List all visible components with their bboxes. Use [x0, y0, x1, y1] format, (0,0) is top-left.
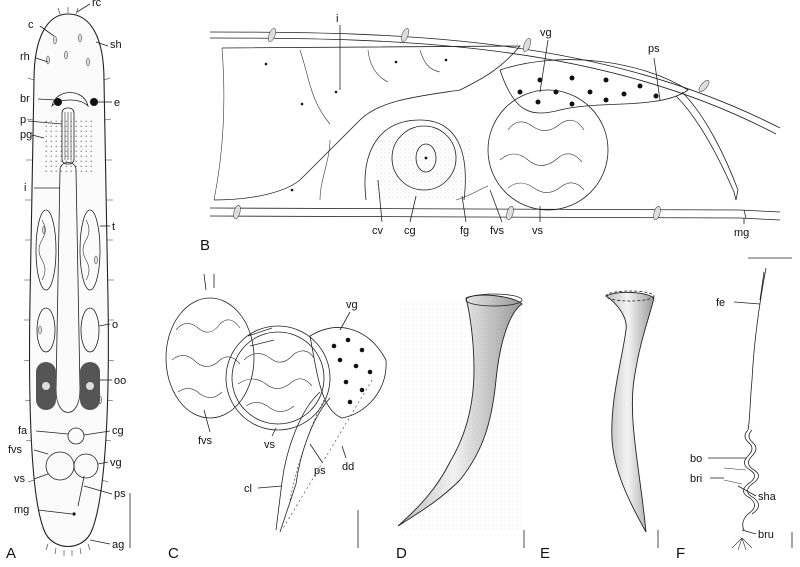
- panel-b-drawing: [209, 28, 792, 259]
- panel-c-leaders: [203, 311, 351, 489]
- false-seminal-vesicle-c: [165, 297, 255, 419]
- panel-b-labels: i vg ps cv cg fg fvs vs mg: [336, 13, 749, 239]
- penis-stylet-c: [275, 391, 321, 531]
- dorsal-wall: [209, 31, 781, 129]
- label-b-mg: mg: [734, 227, 749, 239]
- panel-a-labels: rc c sh rh br e p pg i t o oo fa cg fvs …: [8, 0, 126, 551]
- label-c-vg: vg: [346, 299, 358, 311]
- label-c-dd: dd: [342, 461, 354, 473]
- sperm-body: [742, 429, 755, 531]
- label-rh: rh: [20, 51, 30, 63]
- female-duct: [455, 185, 489, 201]
- panel-d-drawing: [397, 293, 525, 548]
- intestine: [55, 162, 81, 413]
- sperm-filament: [747, 267, 767, 431]
- label-b-vs: vs: [532, 225, 544, 237]
- granules-c: [331, 337, 373, 405]
- female-antrum: [67, 427, 85, 445]
- vesicula-seminalis-b: [487, 89, 609, 211]
- vesicula-granulorum-b: [499, 59, 689, 114]
- sperm-bristles: [723, 467, 753, 551]
- label-vg: vg: [110, 457, 122, 469]
- panel-f-leaders: [708, 301, 761, 535]
- label-vs: vs: [14, 473, 26, 485]
- panel-letter-e: E: [540, 545, 550, 562]
- label-t: t: [112, 221, 115, 233]
- panel-b-leaders: [339, 25, 745, 224]
- pharyngeal-glands: [42, 118, 94, 172]
- label-o: o: [112, 319, 118, 331]
- label-c: c: [28, 19, 34, 31]
- label-fvs: fvs: [8, 444, 23, 456]
- label-b-i: i: [336, 13, 338, 25]
- brain: [51, 92, 89, 108]
- testis-left: [35, 209, 57, 291]
- label-cg: cg: [112, 425, 124, 437]
- label-rc: rc: [92, 0, 102, 9]
- label-pg: pg: [20, 129, 32, 141]
- male-gonopore-a: [72, 512, 76, 516]
- panel-f-drawing: [723, 267, 793, 551]
- ovary-left: [36, 307, 56, 353]
- panel-letter-d: D: [396, 545, 407, 562]
- penis-stylet-a: [77, 475, 85, 507]
- label-i: i: [24, 182, 26, 194]
- panel-letters: A B C D E F: [6, 237, 685, 562]
- label-f-bri: bri: [690, 473, 702, 485]
- ovary-right: [80, 307, 100, 353]
- label-f-bru: bru: [758, 529, 774, 541]
- label-ps: ps: [114, 488, 126, 500]
- testis-right: [79, 209, 101, 291]
- eye-right: [90, 98, 98, 106]
- panel-a-drawing: [23, 7, 131, 556]
- label-f-sha: sha: [758, 491, 777, 503]
- vesicula-granulorum-a: [73, 453, 99, 479]
- label-oo: oo: [114, 375, 126, 387]
- label-b-cg: cg: [404, 225, 416, 237]
- panel-c-drawing: [165, 273, 387, 548]
- ventral-wall: [209, 207, 781, 213]
- label-b-vg: vg: [540, 27, 552, 39]
- label-b-fg: fg: [460, 225, 469, 237]
- vesicula-granulorum-c: [309, 327, 387, 419]
- label-c-ps: ps: [314, 465, 326, 477]
- seminal-vesicle-c: [225, 325, 331, 431]
- label-br: br: [20, 93, 30, 105]
- label-fa: fa: [18, 425, 28, 437]
- label-b-fvs: fvs: [490, 225, 505, 237]
- rhabdites-b: [233, 28, 710, 221]
- body-cilia: [23, 7, 115, 483]
- panel-c-labels: vg fvs vs ps dd cl: [198, 299, 358, 495]
- panel-f-labels: fe bo bri sha bru: [690, 297, 777, 541]
- label-f-fe: fe: [716, 297, 725, 309]
- label-c-vs: vs: [264, 439, 276, 451]
- panel-letter-a: A: [6, 545, 16, 562]
- panel-letter-c: C: [168, 545, 179, 562]
- male-gonopore-b: [743, 209, 747, 219]
- adhesive-glands: [45, 543, 91, 556]
- label-ag: ag: [112, 539, 124, 551]
- granules-b: [517, 75, 659, 107]
- label-e: e: [114, 97, 120, 109]
- label-b-ps: ps: [648, 43, 660, 55]
- panel-letter-f: F: [676, 545, 685, 562]
- intestine-nuclei: [264, 58, 448, 192]
- intestine-b: [213, 45, 521, 201]
- eye-left: [54, 98, 62, 106]
- stylet-e: [605, 291, 655, 533]
- ductus-dashed: [281, 379, 373, 531]
- penis-stylet-b: [675, 95, 735, 193]
- panel-a-leaders: [27, 3, 113, 545]
- label-p: p: [20, 114, 26, 126]
- label-c-cl: cl: [244, 483, 252, 495]
- label-mg: mg: [14, 504, 29, 516]
- panel-letter-b: B: [200, 237, 210, 254]
- label-sh: sh: [110, 39, 122, 51]
- label-f-bo: bo: [690, 453, 702, 465]
- label-b-cv: cv: [372, 225, 384, 237]
- panel-e-drawing: [605, 290, 659, 548]
- label-c-fvs: fvs: [198, 435, 213, 447]
